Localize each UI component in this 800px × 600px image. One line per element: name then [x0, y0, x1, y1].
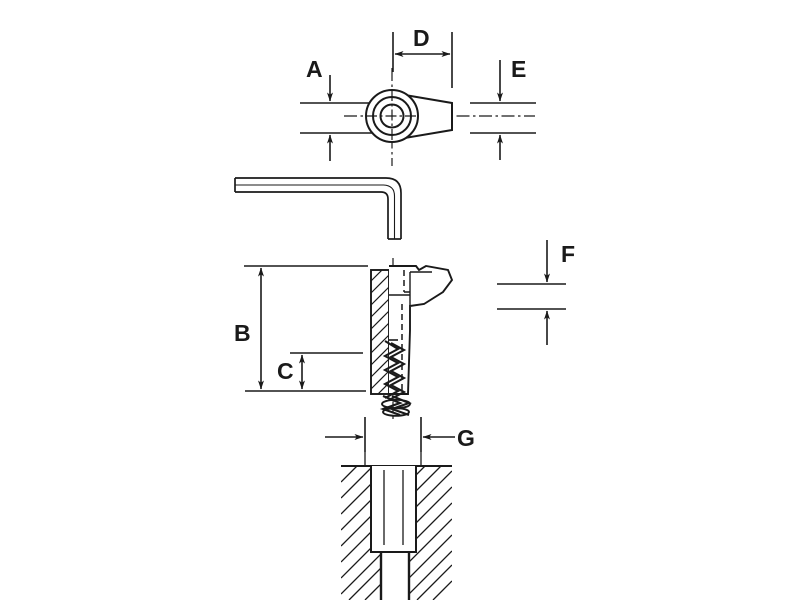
top-view-group: [300, 32, 536, 166]
dimension-label-D: D: [413, 25, 430, 51]
dimension-B: [244, 265, 368, 392]
dimension-F: [497, 240, 566, 345]
dimension-G: [325, 417, 455, 452]
dimension-label-E: E: [511, 56, 527, 82]
dimension-label-G: G: [457, 425, 475, 451]
dimension-C: [290, 352, 363, 390]
dimension-label-A: A: [306, 56, 323, 82]
panel-section-view-group: [341, 452, 452, 600]
dimension-label-B: B: [234, 320, 251, 346]
dimension-label-F: F: [561, 241, 576, 267]
dimension-D: [392, 32, 453, 88]
compression-spring: [379, 340, 412, 417]
hidden-bore-lines: [401, 270, 413, 390]
dimension-E: [470, 60, 536, 160]
hex-key-view-group: [234, 177, 402, 240]
dimension-A: [300, 75, 375, 161]
dimension-label-C: C: [277, 358, 294, 384]
barrel-section-wall: [370, 269, 390, 395]
side-section-view-group: [244, 240, 566, 452]
